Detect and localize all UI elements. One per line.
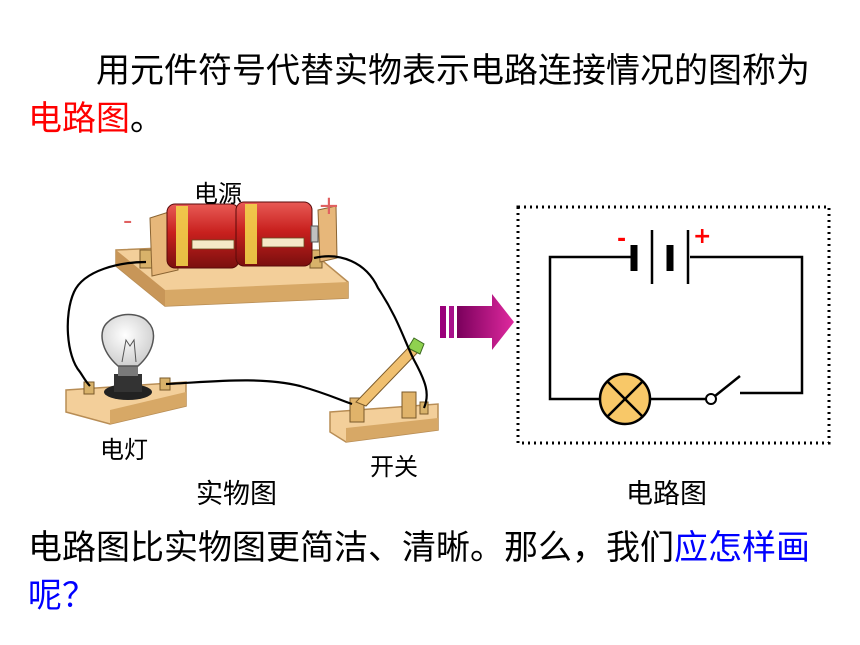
- schematic-plus-sign: +: [693, 224, 711, 249]
- schematic-battery-symbol: [630, 230, 690, 284]
- battery-cells: [149, 201, 338, 277]
- lamp-bulb: [101, 313, 155, 400]
- intro-highlight-term: 电路图: [28, 99, 130, 139]
- closing-paragraph: 电路图比实物图更简洁、清晰。那么，我们应怎样画呢？: [28, 524, 838, 620]
- closing-text: 电路图比实物图更简洁、清晰。那么，我们: [28, 528, 674, 568]
- closing-question: 应怎样画呢？: [28, 528, 810, 616]
- schematic-switch-symbol: [705, 375, 741, 405]
- label-power-source: 电源: [194, 180, 242, 208]
- intro-text: 用元件符号代替实物表示电路连接情况的图称为: [96, 51, 810, 91]
- physical-wires: [66, 255, 428, 409]
- intro-period: 。: [130, 99, 164, 139]
- schematic-lamp-symbol: [598, 372, 652, 426]
- schematic-circuit: [548, 255, 804, 401]
- battery-minus-sign: -: [123, 206, 132, 236]
- schematic-minus-sign: -: [617, 227, 626, 252]
- intro-paragraph: 用元件符号代替实物表示电路连接情况的图称为电路图。: [28, 47, 838, 143]
- caption-physical-diagram: 实物图: [196, 479, 277, 510]
- transform-arrow: [440, 294, 514, 350]
- label-switch: 开关: [370, 453, 418, 481]
- lamp-board: [65, 377, 187, 425]
- schematic-frame: [516, 205, 831, 445]
- battery-plus-sign: +: [318, 191, 340, 221]
- switch-lever: [355, 337, 425, 407]
- caption-circuit-diagram: 电路图: [626, 479, 707, 510]
- switch-board: [329, 391, 439, 443]
- label-lamp: 电灯: [100, 436, 148, 464]
